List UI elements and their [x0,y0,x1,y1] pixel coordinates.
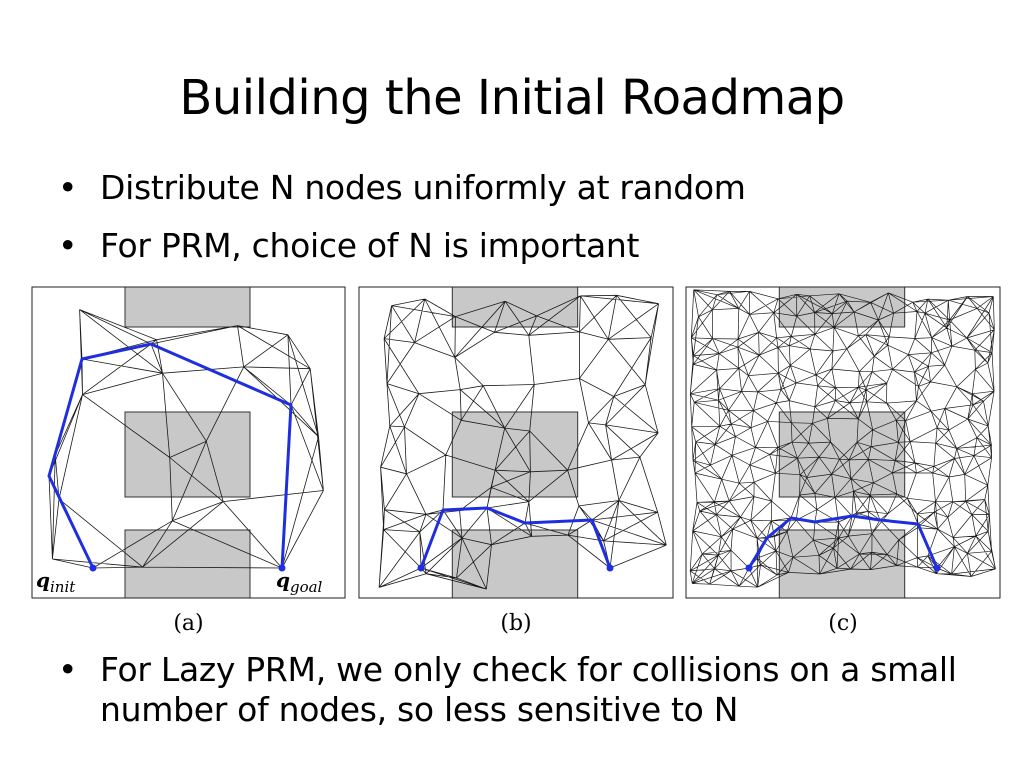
slide-title: Building the Initial Roadmap [179,70,845,126]
bullet-item: • For Lazy PRM, we only check for collisi… [58,650,998,730]
path-endpoint [89,564,97,572]
roadmap-edges [689,289,996,588]
obstacle [124,286,251,328]
q-init-label: qinit [36,568,76,596]
panel-caption: (c) [828,611,858,636]
bullet-text: For PRM, choice of N is important [100,226,640,265]
bullet-dot: • [58,226,78,265]
roadmap-panel: (c) [685,286,1001,636]
path-endpoint [278,564,286,572]
bullet-item: • For PRM, choice of N is important [58,226,998,266]
panel-frame [358,286,674,599]
path-endpoint [745,564,753,572]
solution-path [419,506,612,569]
q-goal-label: qgoal [276,568,323,596]
bullet-dot: • [58,168,78,207]
label-main: q [36,568,50,592]
bullet-text: Distribute N nodes uniformly at random [100,168,746,207]
solution-path [747,514,939,569]
obstacle [778,529,906,599]
top-bullet-list: •Distribute N nodes uniformly at random … [58,168,998,284]
panel-frame [31,286,346,599]
panel-caption: (a) [173,611,203,636]
bullet-text: For Lazy PRM, we only check for collisio… [100,650,957,729]
label-subscript: init [50,578,76,596]
path-endpoint [606,564,614,572]
path-endpoint [417,564,425,572]
bullet-dot: • [58,650,78,689]
label-main: q [276,568,290,592]
label-subscript: goal [290,578,323,596]
path-endpoint [933,564,941,572]
roadmap-edges [48,309,324,569]
obstacle [451,286,579,328]
roadmap-panel: (b) [358,286,674,636]
solution-path [47,342,293,569]
obstacle [451,411,579,498]
bottom-bullet-list: • For Lazy PRM, we only check for collisi… [58,650,998,748]
bullet-item: • Distribute N nodes uniformly at random [58,168,998,208]
panel-caption: (b) [500,611,531,636]
obstacle [124,411,251,498]
roadmap-panel: (a) [31,286,346,636]
obstacle [124,529,251,599]
panel-frame [685,286,1001,599]
